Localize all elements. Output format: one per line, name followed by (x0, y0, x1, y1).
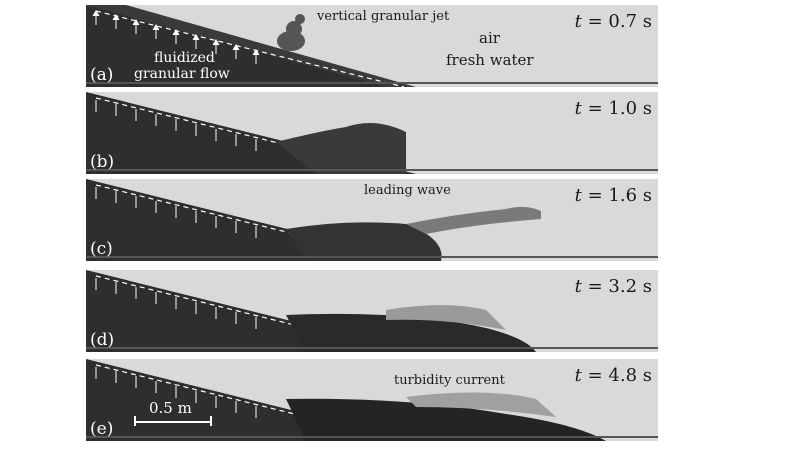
panel-d-letter: (d) (90, 330, 115, 350)
flow-label-line1: fluidized (154, 50, 215, 66)
water-label: fresh water (446, 51, 534, 69)
panel-e: turbidity current 0.5 m (e) t = 4.8 s (86, 359, 658, 441)
scale-bar (134, 416, 212, 426)
panel-a-graphic (86, 5, 658, 87)
scale-bar-label: 0.5 m (149, 399, 192, 417)
air-label: air (479, 29, 500, 47)
panel-c-letter: (c) (90, 239, 113, 259)
panel-e-time: t = 4.8 s (574, 365, 652, 386)
flow-label-line2: granular flow (134, 66, 230, 82)
panel-d: (d) t = 3.2 s (86, 270, 658, 352)
panel-a-time: t = 0.7 s (574, 11, 652, 32)
panel-b-graphic (86, 92, 658, 174)
panel-e-graphic (86, 359, 658, 441)
turbidity-annotation: turbidity current (394, 373, 505, 388)
panel-d-time: t = 3.2 s (574, 276, 652, 297)
panel-a: vertical granular jet air fresh water fl… (86, 5, 658, 87)
panel-c-time: t = 1.6 s (574, 185, 652, 206)
panel-b: (b) t = 1.0 s (86, 92, 658, 174)
leading-wave-annotation: leading wave (364, 183, 451, 198)
panel-d-graphic (86, 270, 658, 352)
panel-a-letter: (a) (90, 65, 114, 85)
panel-c-graphic (86, 179, 658, 261)
panel-e-letter: (e) (90, 419, 114, 439)
panel-b-letter: (b) (90, 152, 115, 172)
jet-annotation: vertical granular jet (317, 9, 450, 24)
panel-b-time: t = 1.0 s (574, 98, 652, 119)
panel-c: leading wave (c) t = 1.6 s (86, 179, 658, 261)
